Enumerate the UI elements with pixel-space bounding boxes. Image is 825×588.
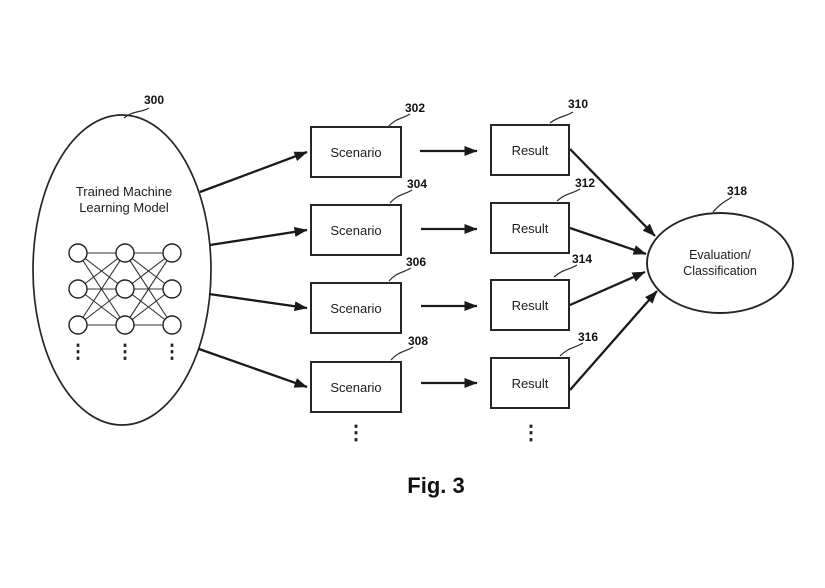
ref-306: 306 [405, 255, 427, 269]
scenario-box-1: Scenario [310, 126, 402, 178]
scenario-box-4: Scenario [310, 361, 402, 413]
ref-310: 310 [567, 97, 589, 111]
result-box-4: Result [490, 357, 570, 409]
scenario-column-ellipsis: ⋮ [346, 422, 366, 444]
result-box-1-label: Result [511, 142, 549, 158]
figure-caption: Fig. 3 [407, 473, 465, 498]
evaluation-label: Evaluation/ Classification [683, 248, 757, 278]
model-ellipsis-3: ⋮ [162, 342, 182, 363]
result-box-4-label: Result [511, 375, 549, 391]
scenario-box-2-label: Scenario [330, 222, 382, 238]
result-box-3: Result [490, 279, 570, 331]
scenario-box-3: Scenario [310, 282, 402, 334]
ref-302: 302 [404, 101, 426, 115]
ref-318: 318 [726, 184, 748, 198]
result-box-1: Result [490, 124, 570, 176]
model-to-scenario-arrows [198, 150, 308, 389]
result-to-evaluation-arrows [569, 148, 658, 391]
result-column-ellipsis: ⋮ [521, 422, 541, 444]
leader-lines [123, 107, 733, 361]
evaluation-ellipse-shape [646, 212, 794, 314]
result-box-2-label: Result [511, 220, 549, 236]
neural-network-icon [68, 243, 182, 335]
scenario-box-4-label: Scenario [330, 379, 382, 395]
scenario-to-result-arrows [420, 146, 478, 388]
model-label: Trained Machine Learning Model [75, 184, 173, 215]
ref-314: 314 [571, 252, 593, 266]
ref-308: 308 [407, 334, 429, 348]
ref-300: 300 [143, 93, 165, 107]
scenario-box-1-label: Scenario [330, 144, 382, 160]
scenario-box-2: Scenario [310, 204, 402, 256]
result-box-3-label: Result [511, 297, 549, 313]
result-box-2: Result [490, 202, 570, 254]
model-ellipse-shape [32, 114, 212, 426]
model-ellipsis-2: ⋮ [115, 342, 135, 363]
ref-312: 312 [574, 176, 596, 190]
scenario-box-3-label: Scenario [330, 300, 382, 316]
model-ellipsis-1: ⋮ [68, 342, 88, 363]
ref-304: 304 [406, 177, 428, 191]
ref-316: 316 [577, 330, 599, 344]
